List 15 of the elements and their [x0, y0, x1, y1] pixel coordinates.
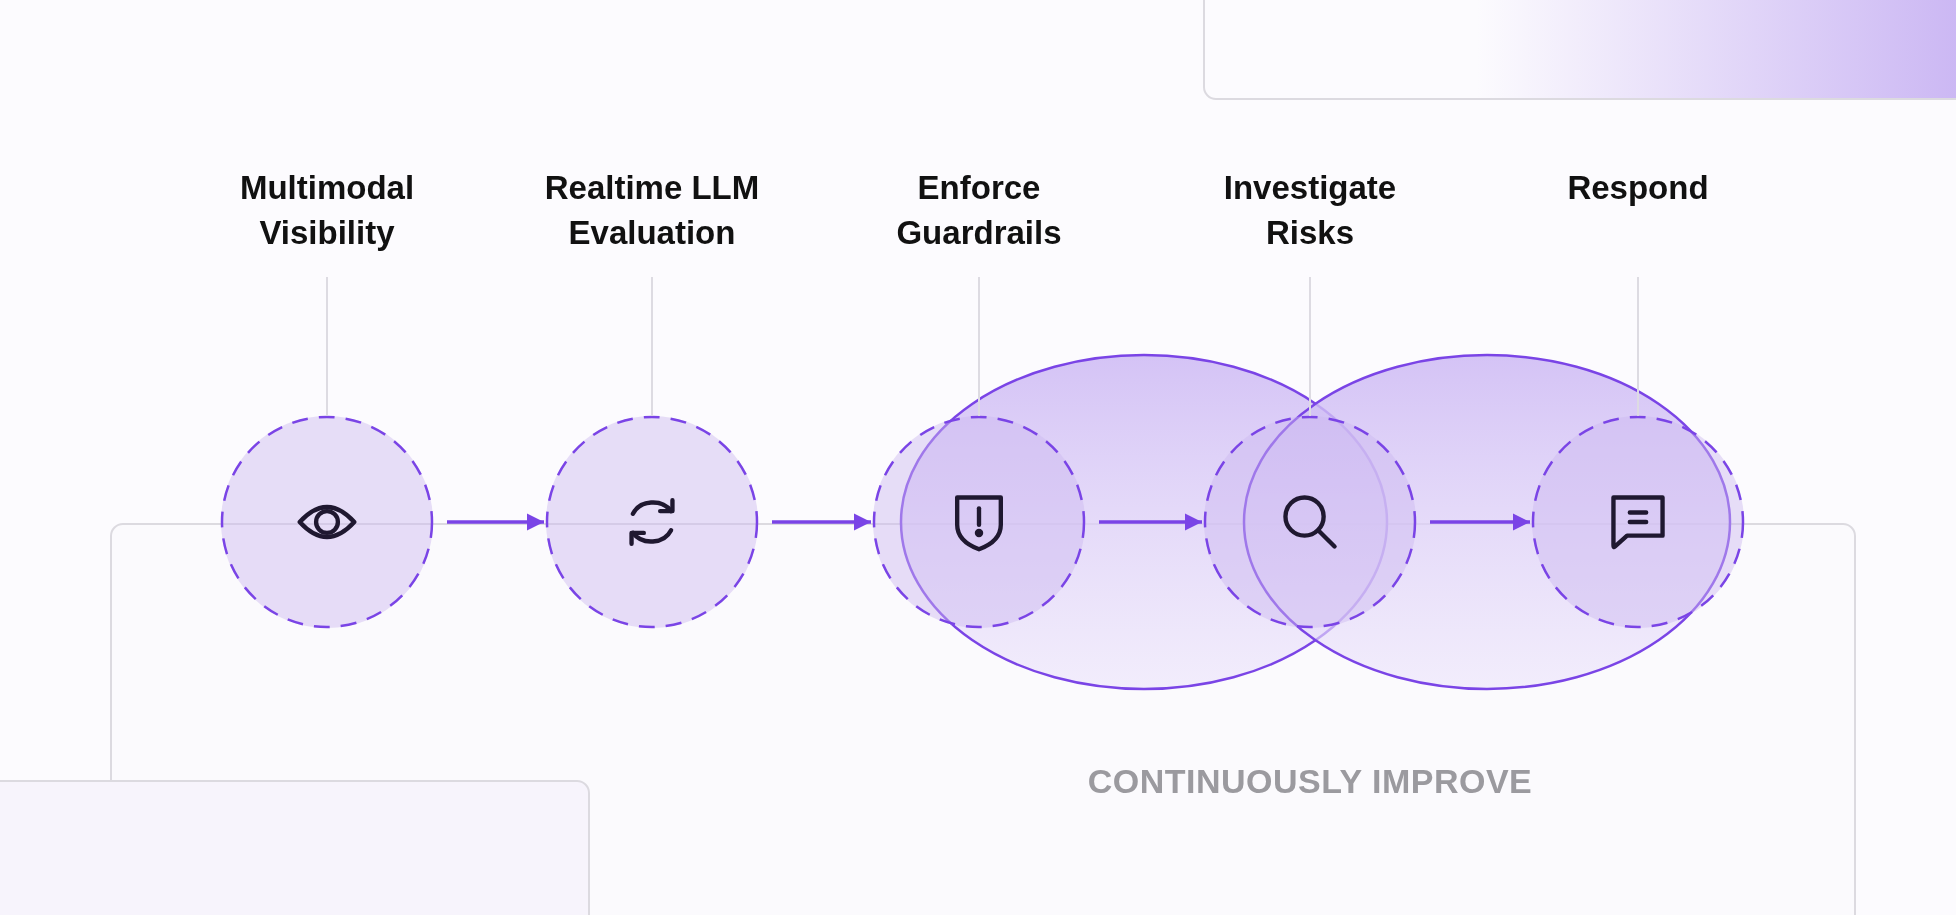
arrow	[447, 513, 544, 531]
step-title: Respond	[1567, 168, 1709, 208]
step-title: Investigate Risks	[1222, 168, 1398, 253]
leader-line	[978, 276, 980, 417]
leader-line	[1637, 276, 1639, 417]
caption-text: CONTINUOUSLY IMPROVE	[1087, 762, 1533, 801]
leader-line	[651, 276, 653, 417]
arrow	[1099, 513, 1202, 531]
arrow	[1430, 513, 1530, 531]
leader-line	[1309, 276, 1311, 417]
step-title: Realtime LLM Evaluation	[543, 168, 761, 253]
step-title: Enforce Guardrails	[895, 168, 1063, 253]
leader-line	[326, 276, 328, 417]
arrow	[772, 513, 871, 531]
step-title: Multimodal Visibility	[238, 168, 416, 253]
